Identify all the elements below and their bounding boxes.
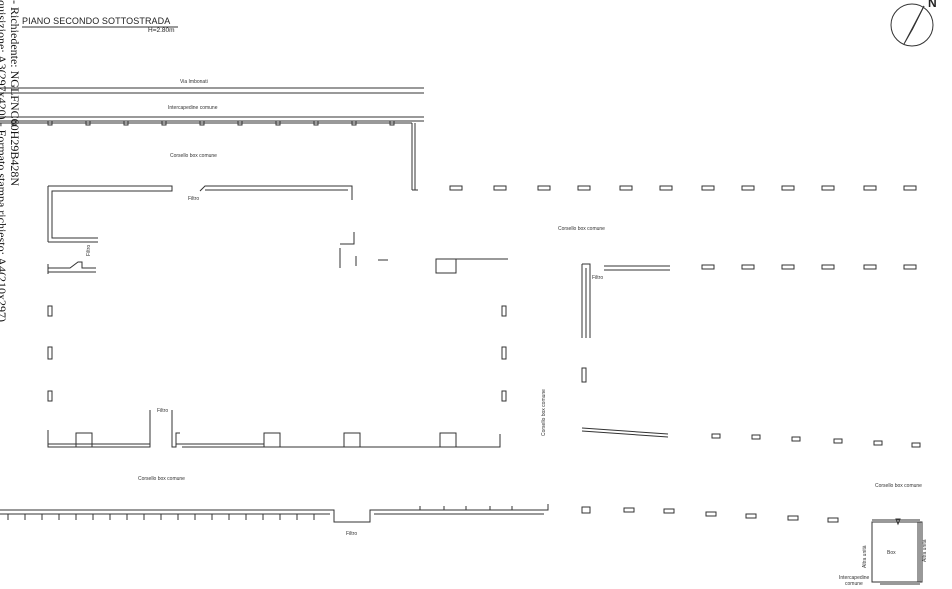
box-unit bbox=[871, 518, 923, 585]
intercapedine-bottom-line1: Intercapedine bbox=[839, 575, 870, 581]
left-block-walls bbox=[47, 185, 508, 274]
altra-unita-right: Altra unità bbox=[922, 539, 928, 562]
corsello-label-top: Corsello box comune bbox=[170, 153, 217, 159]
north-arrow-icon bbox=[890, 3, 934, 47]
floor-title: PIANO SECONDO SOTTOSTRADA bbox=[22, 16, 171, 26]
floor-height: H=2.80m bbox=[148, 27, 175, 34]
box-label: Box bbox=[887, 550, 896, 556]
bottom-perimeter-wall bbox=[0, 504, 549, 523]
street-label: Via Imbonati bbox=[180, 79, 208, 85]
filtro-label-4: Filtro bbox=[157, 408, 169, 414]
north-letter: N bbox=[928, 0, 937, 10]
corsello-label-right: Corsello box comune bbox=[558, 226, 605, 232]
parking-column-row-3 bbox=[711, 433, 921, 448]
parking-column-row-4 bbox=[581, 506, 839, 523]
parking-column-row-1 bbox=[449, 185, 917, 191]
corsello-label-bottom-left: Corsello box comune bbox=[138, 476, 185, 482]
filtro-label-5: Filtro bbox=[346, 531, 358, 537]
top-wall-pilasters bbox=[11, 120, 395, 126]
left-block-columns bbox=[47, 305, 507, 402]
top-perimeter-wall bbox=[0, 122, 418, 191]
bottom-wall-posts bbox=[7, 506, 513, 520]
filtro-label-1: Filtro bbox=[188, 196, 200, 202]
right-block-walls bbox=[581, 263, 917, 438]
intercapedine-bottom-line2: comune bbox=[845, 581, 863, 587]
filtro-label-3: Filtro bbox=[592, 275, 604, 281]
corsello-label-bottom-right: Corsello box comune bbox=[875, 483, 922, 489]
corsello-label-vertical: Corsello box comune bbox=[541, 389, 547, 436]
altra-unita-left: Altra unità bbox=[862, 545, 868, 568]
filtro-label-2: Filtro bbox=[86, 244, 92, 256]
intercapedine-label: Intercapedine comune bbox=[168, 105, 218, 111]
lower-left-block-walls bbox=[47, 410, 501, 448]
